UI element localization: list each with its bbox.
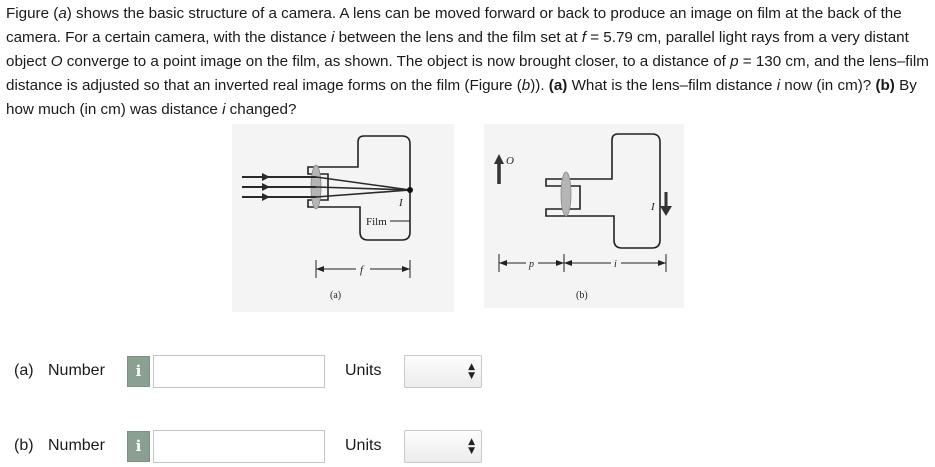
f-arrow-right <box>402 266 410 272</box>
i-arrow-left <box>564 260 572 266</box>
ray-arrow-2 <box>262 183 270 191</box>
units-select-b[interactable]: ▲▼ <box>404 430 482 463</box>
i-arrow-right <box>658 260 666 266</box>
number-input-a[interactable] <box>153 355 325 388</box>
part-label-b: (b) <box>14 437 34 454</box>
f-arrow-left <box>316 266 324 272</box>
ray-arrow-3 <box>262 193 270 201</box>
select-arrows-icon-a: ▲▼ <box>468 362 475 381</box>
p-arrow-left <box>499 260 507 266</box>
converging-ray-1 <box>315 176 411 191</box>
camera-body-a <box>307 135 411 241</box>
figure-b-diagram: O I p i (b) <box>484 124 684 308</box>
film-label: Film <box>366 216 387 228</box>
lens-b <box>560 171 572 217</box>
select-arrows-icon-b: ▲▼ <box>468 437 475 456</box>
number-label-a: Number <box>48 362 105 379</box>
figure-a-caption: (a) <box>330 290 341 301</box>
p-arrow-right <box>556 260 564 266</box>
focal-label: f <box>360 264 365 276</box>
units-label-a: Units <box>345 362 382 379</box>
units-label-b: Units <box>345 437 382 454</box>
ray-arrow-1 <box>262 173 270 181</box>
answer-row-b: (b) Number i Units ▲▼ <box>0 429 935 465</box>
number-input-b[interactable] <box>153 430 325 463</box>
image-label-b: I <box>650 201 656 213</box>
object-label: O <box>506 155 514 167</box>
figure-b-caption: (b) <box>576 290 588 301</box>
image-point <box>407 187 413 193</box>
part-label-a: (a) <box>14 362 34 379</box>
image-arrow-head <box>660 206 672 216</box>
problem-text: Figure (a) shows the basic structure of … <box>6 5 929 118</box>
object-arrow-head <box>494 154 504 164</box>
i-label: i <box>614 259 617 270</box>
camera-body-b <box>545 133 661 249</box>
units-select-a[interactable]: ▲▼ <box>404 355 482 388</box>
converging-ray-2 <box>315 186 411 191</box>
image-label-a: I <box>398 197 404 209</box>
info-button-a[interactable]: i <box>127 356 150 387</box>
info-button-b[interactable]: i <box>127 431 150 462</box>
p-label: p <box>528 259 534 270</box>
figure-a-diagram: Film I f (a) <box>232 124 454 312</box>
converging-ray-3 <box>315 189 411 198</box>
answer-row-a: (a) Number i Units ▲▼ <box>0 354 935 390</box>
number-label-b: Number <box>48 437 105 454</box>
